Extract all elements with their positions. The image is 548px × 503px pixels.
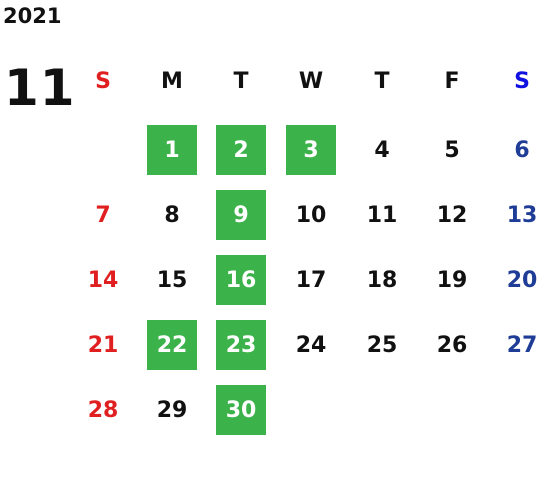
calendar-day-highlighted[interactable]: 2 <box>216 125 266 175</box>
calendar-day[interactable]: 5 <box>444 137 460 163</box>
calendar-day-highlighted[interactable]: 9 <box>216 190 266 240</box>
calendar-day[interactable]: 26 <box>436 332 468 358</box>
calendar-day-highlighted[interactable]: 23 <box>216 320 266 370</box>
calendar-day[interactable]: 12 <box>436 202 468 228</box>
weekday-header: S <box>514 68 530 94</box>
calendar-day-highlighted[interactable]: 3 <box>286 125 336 175</box>
calendar-day[interactable]: 20 <box>506 267 538 293</box>
calendar-day[interactable]: 13 <box>506 202 538 228</box>
calendar-day-highlighted[interactable]: 16 <box>216 255 266 305</box>
calendar-day[interactable]: 25 <box>366 332 398 358</box>
calendar-day[interactable]: 14 <box>87 267 119 293</box>
weekday-header: F <box>444 68 460 94</box>
calendar-day[interactable]: 27 <box>506 332 538 358</box>
weekday-header: T <box>374 68 390 94</box>
calendar-day-highlighted[interactable]: 22 <box>147 320 197 370</box>
weekday-header: W <box>298 68 324 94</box>
calendar-day[interactable]: 4 <box>374 137 390 163</box>
calendar-day[interactable]: 7 <box>95 202 111 228</box>
calendar-day[interactable]: 19 <box>436 267 468 293</box>
weekday-header: M <box>161 68 183 94</box>
calendar-day[interactable]: 15 <box>156 267 188 293</box>
calendar-day-highlighted[interactable]: 30 <box>216 385 266 435</box>
calendar-day[interactable]: 11 <box>366 202 398 228</box>
calendar-day[interactable]: 28 <box>87 397 119 423</box>
calendar-day[interactable]: 10 <box>295 202 327 228</box>
calendar-day[interactable]: 21 <box>87 332 119 358</box>
calendar-day[interactable]: 18 <box>366 267 398 293</box>
weekday-header: T <box>233 68 249 94</box>
calendar-day[interactable]: 6 <box>514 137 530 163</box>
calendar-day-highlighted[interactable]: 1 <box>147 125 197 175</box>
calendar-day[interactable]: 17 <box>295 267 327 293</box>
calendar-day[interactable]: 8 <box>164 202 180 228</box>
year-label: 2021 <box>3 4 62 28</box>
weekday-header: S <box>95 68 111 94</box>
calendar-day[interactable]: 24 <box>295 332 327 358</box>
month-number: 11 <box>4 59 76 117</box>
calendar-day[interactable]: 29 <box>156 397 188 423</box>
